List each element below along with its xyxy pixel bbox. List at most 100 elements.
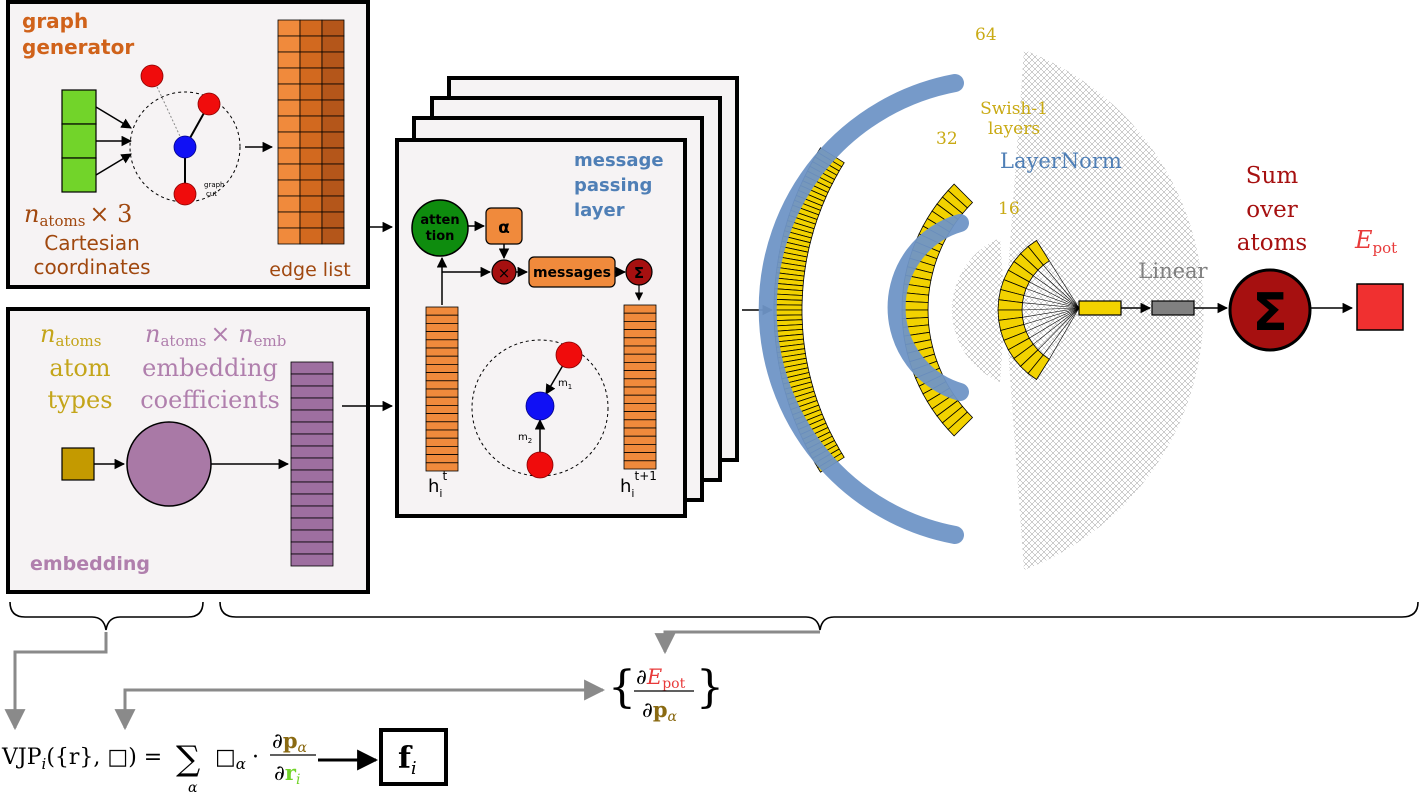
fan-line [1025, 307, 1080, 332]
hidden-state-cell [425, 331, 459, 341]
fan-line [1043, 264, 1080, 309]
edge-list-cell [299, 51, 323, 69]
atom-type-input [61, 447, 95, 481]
hidden-state-cell [425, 339, 459, 349]
width-32-label: 32 [936, 129, 958, 149]
natoms-label: natoms [40, 320, 101, 350]
edge-list-label: edge list [269, 259, 350, 281]
graph-cut-label: graph [204, 181, 225, 189]
hidden-state-cell [623, 452, 657, 462]
alpha-label: α [498, 218, 510, 238]
layernorm-band-outer [758, 74, 964, 544]
types-label: types [47, 386, 112, 414]
hidden-state-cell [623, 460, 657, 470]
hidden-state-cell [623, 394, 657, 404]
embedding-cell [290, 421, 334, 435]
hidden-state-cell [425, 363, 459, 373]
hidden-state-cell [425, 413, 459, 423]
edge-list-cell [321, 163, 345, 181]
embedding-lookup-circle [126, 421, 212, 507]
edge-list-cell [299, 115, 323, 133]
layer-16-arc [997, 239, 1050, 381]
atom-red-bottom [173, 182, 197, 206]
dp-denominator: ∂pα [642, 697, 678, 725]
m1-label: m1 [558, 378, 572, 391]
dp-dr-denominator: ∂ri [274, 760, 300, 788]
fan-line [1022, 302, 1080, 309]
hidden-state-cell [425, 454, 459, 464]
edge-list-cell [277, 147, 301, 165]
hidden-state-cell [623, 370, 657, 380]
edge-list-cell [321, 227, 345, 245]
hidden-state-cell [425, 421, 459, 431]
svg-text:{: { [608, 662, 636, 713]
hidden-state-cell [425, 314, 459, 324]
brace-embedding [9, 601, 204, 631]
neuron-cell [773, 304, 803, 311]
hidden-state-cell [623, 329, 657, 339]
hidden-state-cell [623, 411, 657, 421]
sum-over-atoms-node [1228, 268, 1312, 352]
fan-line [1023, 307, 1080, 325]
edge-list-cell [321, 179, 345, 197]
edge-list-cell [277, 163, 301, 181]
hidden-state-cell [623, 435, 657, 445]
mp-title-line3: layer [574, 200, 625, 221]
embedding-cell [290, 529, 334, 543]
embedding-cell [290, 493, 334, 507]
embedding-cell [290, 541, 334, 555]
swish-mlp [758, 50, 1204, 570]
atom-red-top [197, 92, 221, 116]
edge-list-cell [277, 99, 301, 117]
graph-cut-label2: cut [206, 190, 217, 198]
neuron-cell [773, 309, 803, 316]
neuron-cell [947, 411, 974, 437]
hidden-state-cell [425, 429, 459, 439]
width-64-label: 64 [975, 25, 997, 45]
hidden-state-cell [623, 427, 657, 437]
mp-title-line2: passing [574, 175, 652, 196]
hidden-state-column-t [425, 306, 459, 472]
cartesian-label: Cartesian [44, 231, 140, 255]
dp-dr-numerator: ∂pα [272, 728, 308, 756]
hidden-state-cell [425, 347, 459, 357]
hidden-state-cell [623, 378, 657, 388]
hidden-state-cell [623, 386, 657, 396]
edge-list-cell [321, 51, 345, 69]
coefficients-label: coefficients [140, 386, 280, 414]
embedding-coefficient-column [290, 361, 334, 567]
hidden-state-cell [623, 345, 657, 355]
hidden-state-cell [425, 445, 459, 455]
embedding-cell [290, 433, 334, 447]
edge-list-cell [299, 211, 323, 229]
edge-list-cell [321, 131, 345, 149]
edge-list-cell [277, 67, 301, 85]
attention-label-line1: atten [420, 213, 459, 228]
mp-atom-blue [525, 391, 555, 421]
atom-label: atom [49, 354, 110, 382]
edge-list-cell [321, 19, 345, 37]
hidden-state-cell [623, 419, 657, 429]
edge-list-cell [277, 115, 301, 133]
force-output-box [379, 728, 448, 786]
edge-list-cell [299, 67, 323, 85]
edge-list-cell [277, 227, 301, 245]
hidden-state-cell [623, 443, 657, 453]
coordinate-input-stack [61, 89, 97, 193]
embedding-cell [290, 445, 334, 459]
message-graph: m1 m2 [471, 339, 609, 479]
edge-list-cell [299, 179, 323, 197]
hidden-state-cell [425, 372, 459, 382]
edge-list-cell [277, 211, 301, 229]
vjp-sum-sub: α [188, 780, 198, 794]
embedding-cell [290, 457, 334, 471]
fan-line [1033, 275, 1080, 309]
hidden-state-cell [623, 304, 657, 314]
sum-over-atoms-symbol: Σ [1252, 283, 1288, 343]
hidden-state-cell [425, 388, 459, 398]
edge-list-cell [321, 195, 345, 213]
edge-list-cell [321, 99, 345, 117]
vjp-box-term: □α· [215, 745, 259, 773]
edge-list-cell [299, 99, 323, 117]
